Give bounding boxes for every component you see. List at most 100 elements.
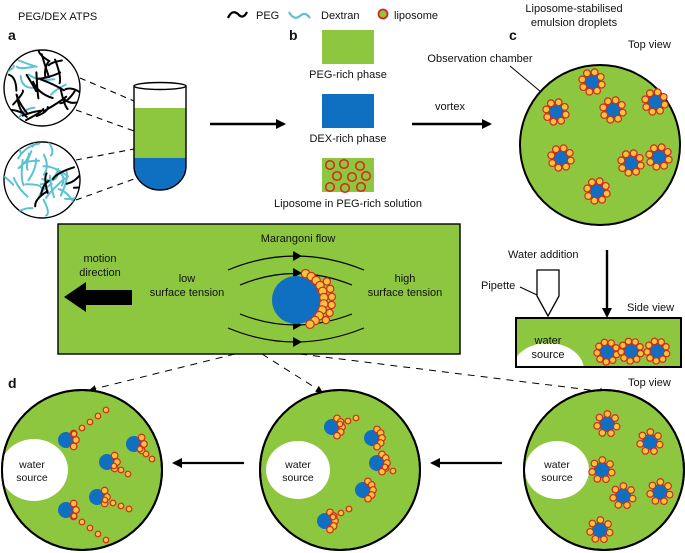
liposome xyxy=(636,439,645,448)
top-view-label-c: Top view xyxy=(628,39,671,51)
peg-chain xyxy=(44,172,49,194)
liposome xyxy=(326,525,334,534)
water-addition-label: Water addition xyxy=(508,249,579,261)
pipette-pointer-line xyxy=(519,286,538,296)
liposome xyxy=(621,150,630,159)
liposome xyxy=(337,509,345,517)
liposome xyxy=(632,355,641,363)
dex-droplet xyxy=(355,482,371,498)
liposome xyxy=(595,177,604,186)
liposome xyxy=(593,86,602,95)
liposome xyxy=(346,171,358,183)
liposome xyxy=(662,343,670,351)
liposome xyxy=(557,116,566,125)
liposome xyxy=(660,497,668,506)
liposome xyxy=(600,338,609,347)
liposome xyxy=(590,196,599,205)
liposome-solution-label: Liposome in PEG-rich solution xyxy=(274,198,422,210)
liposome xyxy=(652,357,660,365)
dex-droplet xyxy=(642,434,658,450)
liposome xyxy=(663,147,672,156)
liposome xyxy=(632,167,641,176)
peg-chain xyxy=(63,98,80,104)
liposome xyxy=(612,422,621,431)
dextran-chain xyxy=(59,170,69,197)
dextran-chain xyxy=(24,183,43,189)
peg-chain xyxy=(59,90,76,105)
liposome xyxy=(605,528,614,537)
peg-dextran-chains-top xyxy=(4,50,80,126)
liposome xyxy=(561,110,570,119)
liposome xyxy=(117,502,125,510)
liposome xyxy=(608,356,617,364)
liposome xyxy=(142,450,150,458)
motion-label-2: direction xyxy=(79,267,121,279)
liposome xyxy=(646,354,654,362)
liposome xyxy=(590,459,599,468)
dex-droplet xyxy=(651,149,667,165)
liposome xyxy=(578,75,587,84)
liposome xyxy=(102,536,110,544)
liposome xyxy=(100,486,109,495)
liposome xyxy=(638,431,647,440)
liposome xyxy=(628,494,637,503)
liposome xyxy=(338,158,350,170)
test-tube xyxy=(133,81,187,191)
dex-droplet xyxy=(317,513,333,529)
liposome xyxy=(72,506,80,514)
legend-liposome-label: liposome xyxy=(394,10,438,22)
liposome xyxy=(583,184,592,193)
liposome xyxy=(70,430,78,438)
observation-chamber-label: Observation chamber xyxy=(427,53,532,65)
dextran-chain xyxy=(17,59,38,68)
legend-dextran-label: Dextran xyxy=(321,10,360,22)
dex-droplet xyxy=(364,430,380,446)
liposome xyxy=(321,315,331,325)
liposome xyxy=(641,95,650,104)
pipette-label: Pipette xyxy=(481,280,515,292)
dextran-chain xyxy=(25,150,33,171)
panel-label-b: b xyxy=(289,27,298,43)
dex-droplet xyxy=(599,344,615,360)
liposome xyxy=(598,195,607,204)
peg-chain xyxy=(37,50,51,63)
dextran-chain xyxy=(27,157,38,182)
liposome xyxy=(125,505,133,513)
liposome xyxy=(579,83,588,92)
liposome xyxy=(618,108,627,117)
liposome xyxy=(78,518,86,526)
liposome xyxy=(604,520,612,528)
water-label-mid: water xyxy=(284,459,311,471)
dex-droplet xyxy=(58,502,74,518)
liposome xyxy=(603,97,612,106)
liposome xyxy=(645,89,654,98)
dextran-chain xyxy=(16,65,36,70)
liposome xyxy=(373,442,381,451)
liposome xyxy=(606,460,614,468)
liposome xyxy=(650,337,659,346)
liposome xyxy=(653,88,662,97)
liposome xyxy=(565,148,574,157)
liposome xyxy=(657,338,665,346)
liposome xyxy=(664,155,673,164)
liposome xyxy=(650,447,658,456)
liposome xyxy=(617,100,626,109)
liposome xyxy=(110,462,118,470)
side-water-label: water xyxy=(534,335,562,347)
legend-peg-label: PEG xyxy=(256,10,279,22)
liposome xyxy=(560,102,569,111)
liposome xyxy=(94,530,102,538)
low-tension-label-1: low xyxy=(179,273,196,285)
peg-dextran-chains-bottom xyxy=(4,142,80,218)
liposome xyxy=(352,414,360,422)
liposome xyxy=(582,69,591,78)
liposome xyxy=(354,160,366,172)
liposome xyxy=(656,106,665,115)
liposome xyxy=(595,342,603,351)
liposome xyxy=(660,161,669,170)
high-tension-label-1: high xyxy=(395,273,416,285)
dex-rich-phase-label: DEX-rich phase xyxy=(309,133,386,145)
liposome xyxy=(642,103,651,112)
liposome xyxy=(643,348,651,356)
